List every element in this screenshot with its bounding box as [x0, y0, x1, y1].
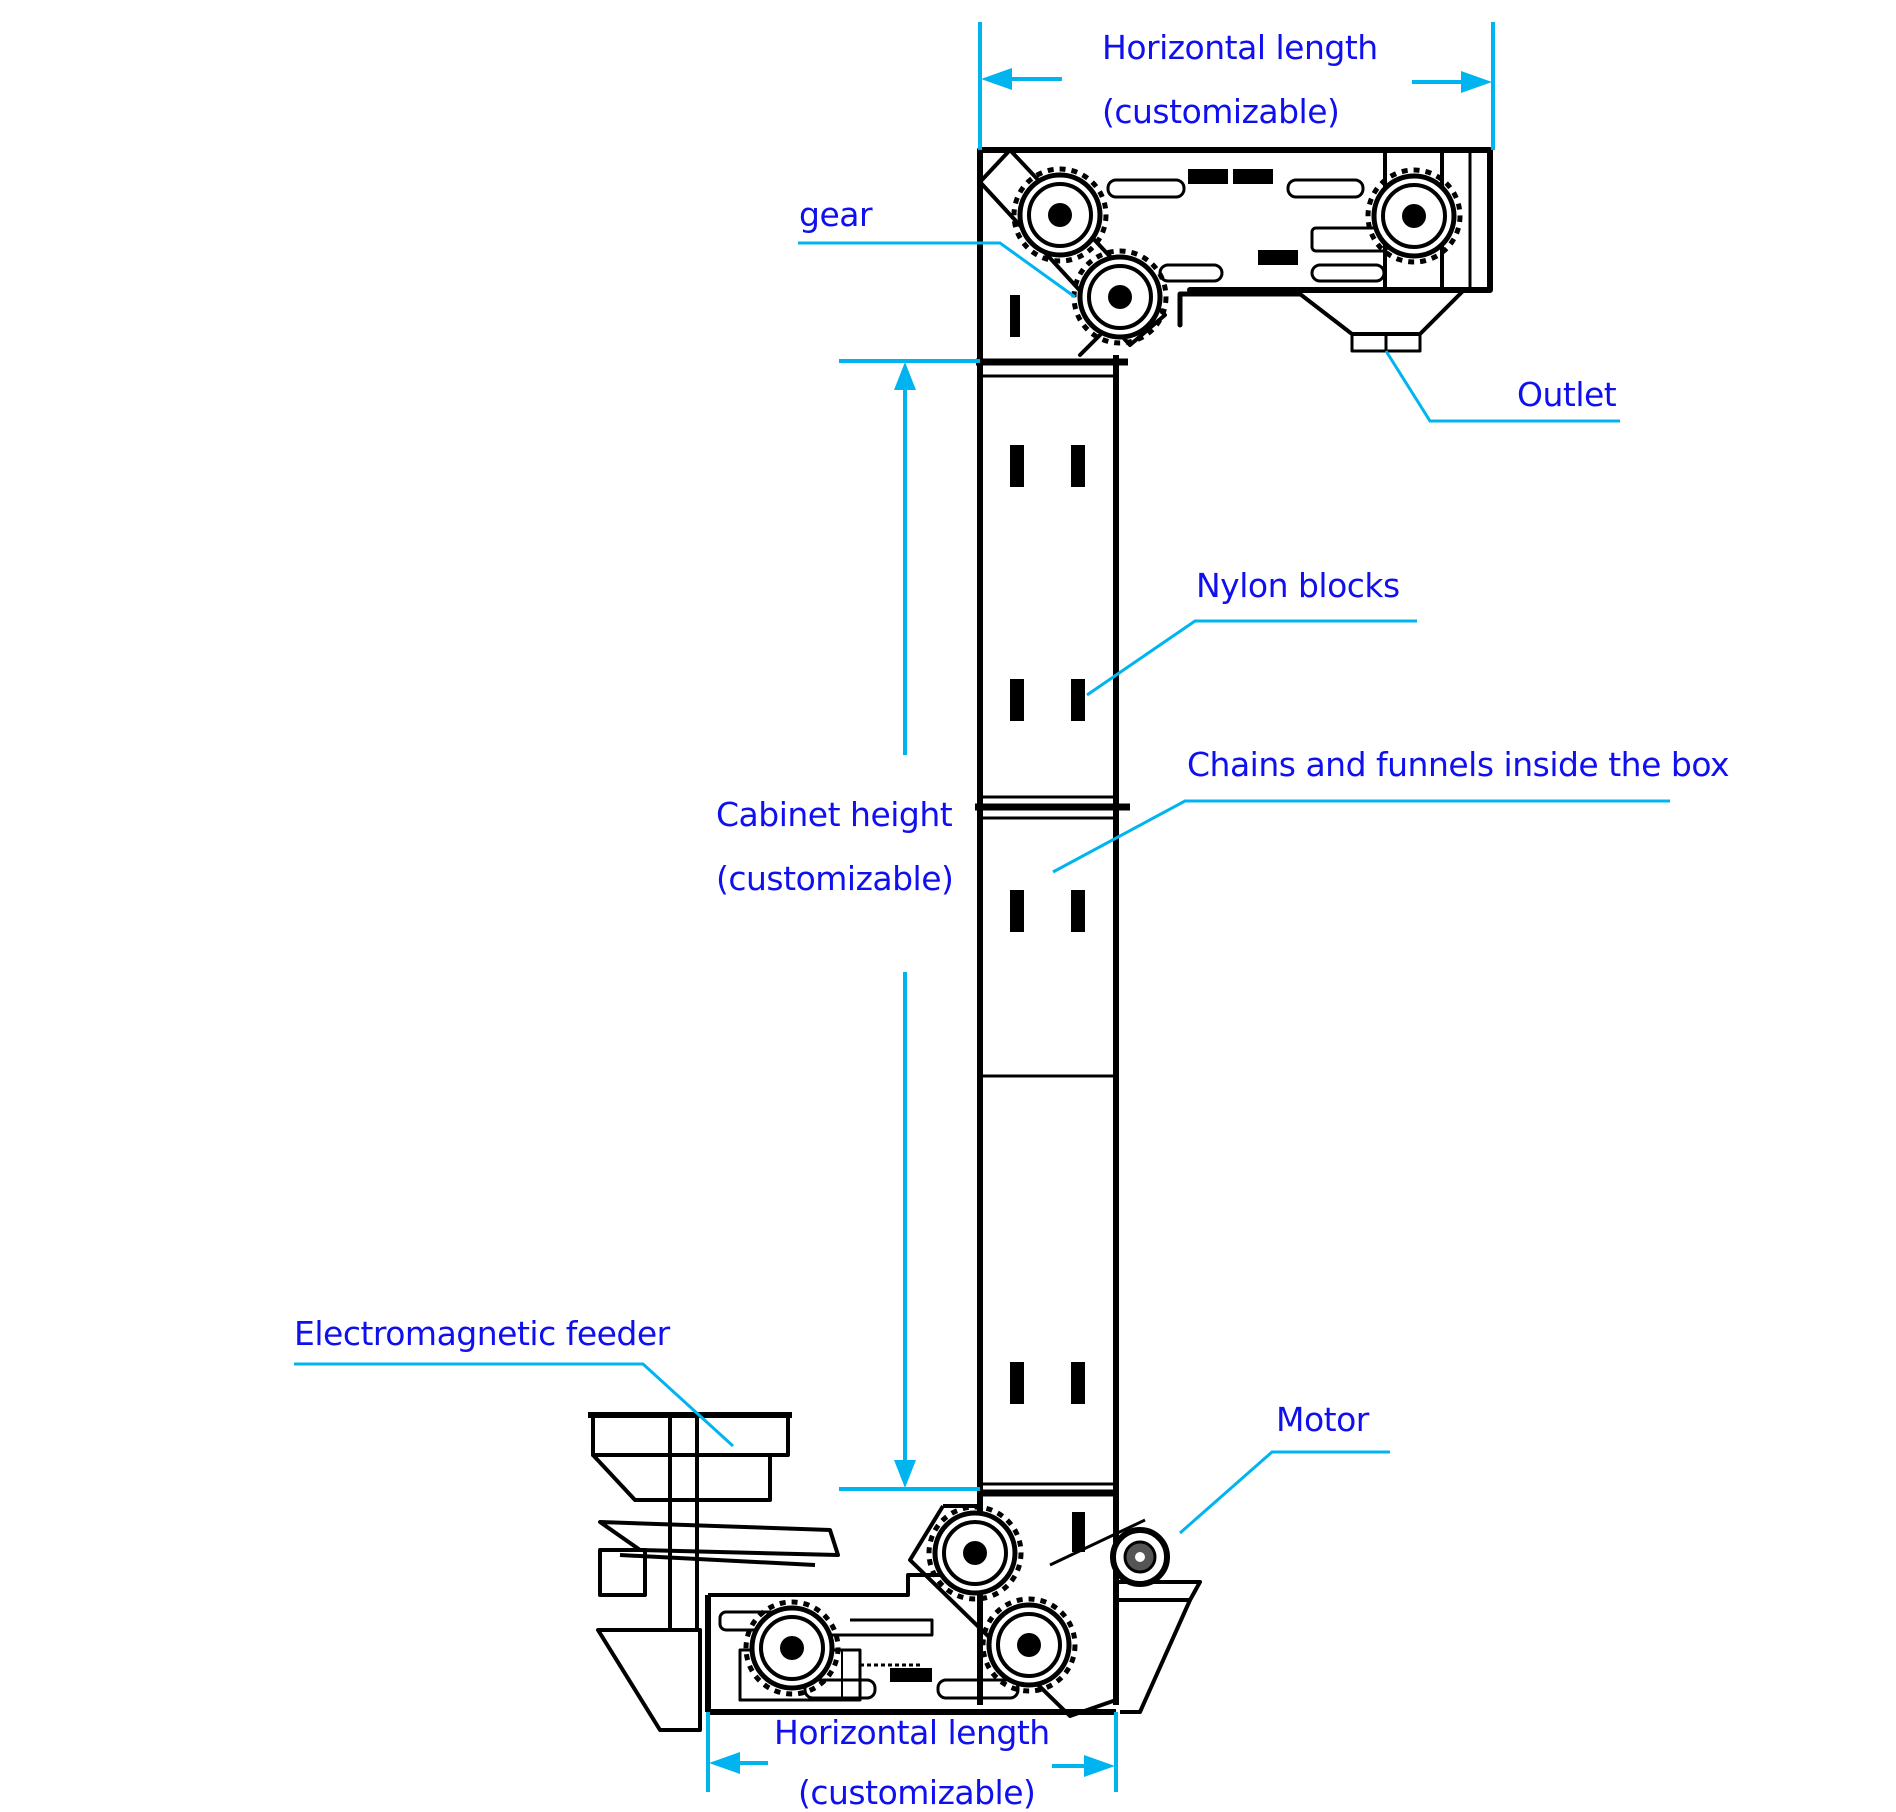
chains-funnels-label: Chains and funnels inside the box	[1187, 745, 1730, 784]
gear-leader	[798, 241, 1076, 299]
leader-lines	[294, 241, 1670, 1535]
vertical-column	[975, 355, 1130, 1705]
top-dimension-label-line1: Horizontal length	[1102, 28, 1378, 67]
feeder-leader	[294, 1362, 735, 1448]
top-gear-1	[1014, 169, 1106, 261]
nylon-block-pairs	[1010, 445, 1085, 1552]
dimension-lines	[706, 22, 1495, 1792]
cabinet-height-label-line1: Cabinet height	[716, 795, 953, 834]
top-dimension-label-line2: (customizable)	[1102, 92, 1340, 131]
motor-drawing	[1110, 1527, 1170, 1587]
top-gear-2	[1074, 251, 1166, 343]
bottom-assembly	[588, 1412, 1202, 1732]
nylon-blocks-label: Nylon blocks	[1196, 566, 1400, 605]
motor-leader	[1179, 1450, 1390, 1535]
chains-leader	[1052, 799, 1670, 874]
outlet-leader	[1384, 350, 1620, 423]
bottom-gear-2	[983, 1599, 1075, 1691]
bottom-gear-3	[746, 1602, 838, 1694]
top-gear-3	[1368, 170, 1460, 262]
feeder-label: Electromagnetic feeder	[294, 1314, 670, 1353]
gear-label: gear	[799, 195, 873, 234]
cabinet-height-label-line2: (customizable)	[716, 859, 954, 898]
nylon-leader	[1086, 619, 1417, 697]
bottom-gear-1	[929, 1507, 1021, 1599]
bottom-dimension-label-line1: Horizontal length	[774, 1713, 1050, 1752]
motor-label: Motor	[1276, 1400, 1369, 1439]
bottom-dimension-label-line2: (customizable)	[798, 1773, 1036, 1812]
outlet-label: Outlet	[1517, 375, 1617, 414]
